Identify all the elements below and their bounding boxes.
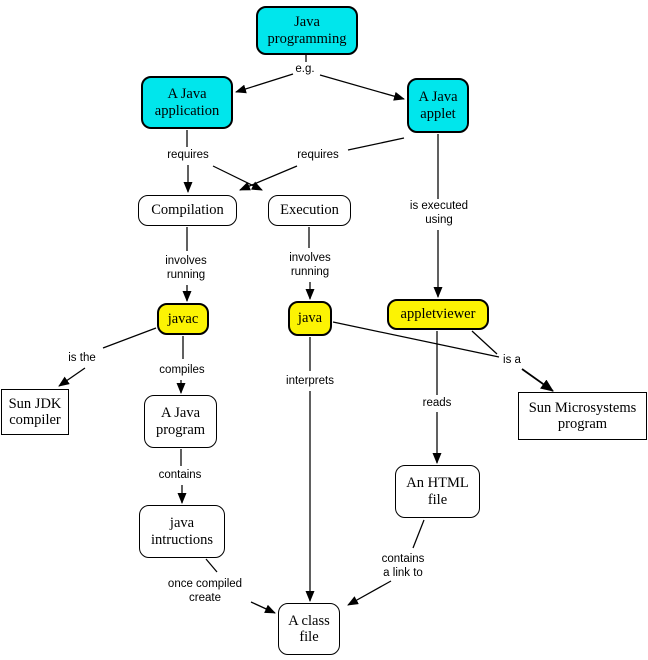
- node-sun-jdk-compiler: Sun JDK compiler: [1, 389, 69, 435]
- node-compilation: Compilation: [138, 195, 237, 226]
- edge-java-to-isa: [332, 321, 500, 358]
- edge-label-involves-running-left: involves running: [165, 255, 207, 281]
- node-a-java-application: A Java application: [141, 76, 233, 129]
- edge-label-contains: contains: [158, 469, 202, 482]
- node-javac: javac: [157, 303, 209, 335]
- edge-label-contains-a-link-to: contains a link to: [381, 553, 425, 579]
- node-appletviewer: appletviewer: [387, 299, 489, 330]
- edge-label-eg: e.g.: [295, 63, 315, 76]
- node-java-intructions: java intructions: [139, 505, 225, 558]
- node-sun-microsystems-program: Sun Microsystems program: [518, 392, 647, 440]
- edge-javac-to-isthe: [102, 327, 157, 349]
- edge-label-compiles: compiles: [159, 364, 205, 377]
- edge-htmlfile-to-containslink: [412, 519, 425, 549]
- edge-label-reads: reads: [422, 397, 452, 410]
- edge-isthe-to-sunjdk: [58, 367, 86, 387]
- edge-label-once-compiled-create: once compiled create: [167, 578, 243, 604]
- edge-label-requires-right: requires: [297, 149, 339, 162]
- edge-applet-to-requires: [347, 137, 405, 151]
- edge-requires2-to-compilation: [239, 165, 298, 191]
- node-a-java-program: A Java program: [144, 395, 217, 448]
- edge-label-involves-running-right: involves running: [289, 252, 331, 278]
- edge-label-is-executed-using: is executed using: [409, 200, 469, 226]
- node-execution: Execution: [268, 195, 351, 226]
- edge-appletviewer-to-isa: [471, 330, 498, 355]
- edge-eg-to-applet: [319, 74, 405, 101]
- edge-eg-to-application: [235, 73, 294, 94]
- node-java: java: [288, 301, 332, 336]
- edge-label-is-the: is the: [68, 352, 96, 365]
- edge-intructions-to-oncecompiled: [205, 558, 218, 573]
- edge-requires-to-execution: [212, 165, 263, 191]
- edge-label-requires-left: requires: [167, 149, 209, 162]
- edge-label-interprets: interprets: [286, 375, 334, 388]
- node-java-programming: Java programming: [256, 6, 358, 55]
- edge-label-is-a: is a: [503, 354, 521, 367]
- node-a-class-file: A class file: [278, 603, 340, 655]
- node-a-java-applet: A Java applet: [407, 78, 469, 133]
- node-an-html-file: An HTML file: [395, 465, 480, 518]
- edges-group: [58, 54, 554, 614]
- edge-isa-to-sunmicrosystems: [521, 368, 554, 392]
- edge-containslink-to-classfile: [347, 580, 392, 606]
- edge-oncecompiled-to-classfile: [250, 601, 276, 614]
